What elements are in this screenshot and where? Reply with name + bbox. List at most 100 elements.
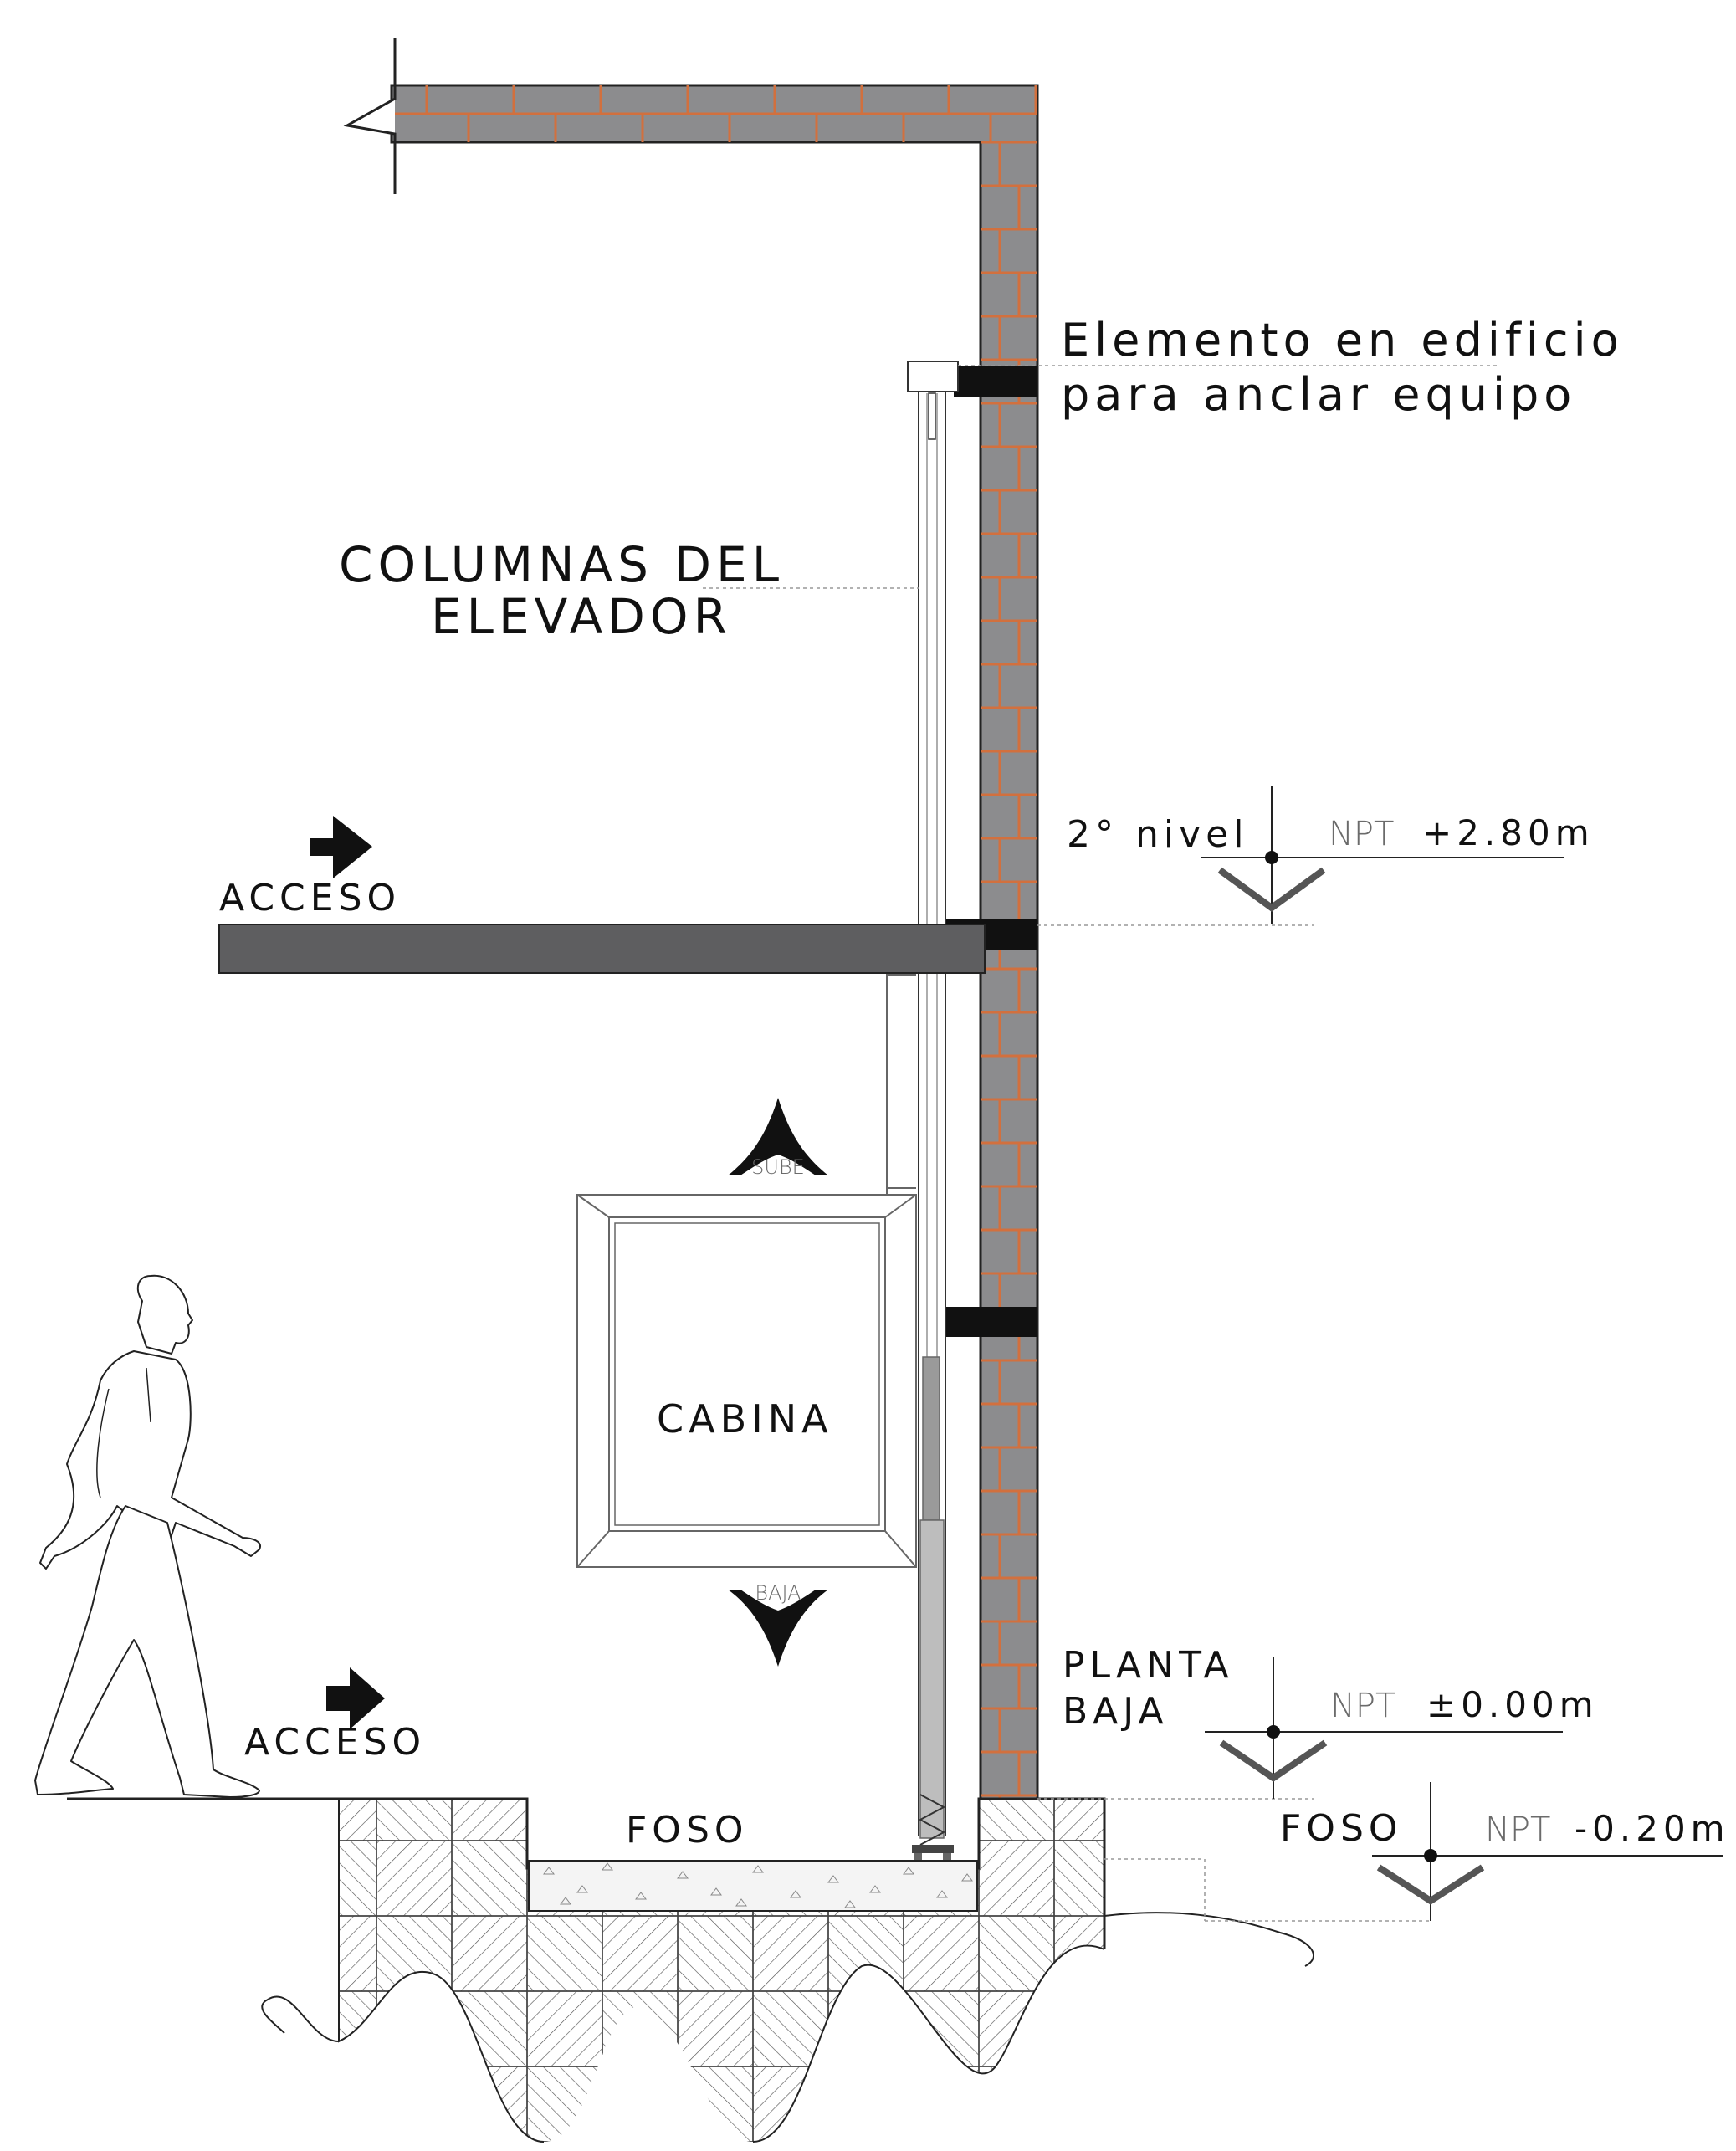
brick-wall [343, 38, 1039, 1800]
soil-hatch-tile [677, 2066, 754, 2142]
soil-hatch-tile [978, 2066, 1055, 2142]
soil-hatch-tile [677, 1990, 754, 2067]
concrete-speck [560, 1897, 571, 1905]
soil-hatch-tile [978, 1840, 1055, 1917]
soil-hatch-tile [339, 2141, 377, 2142]
soil-hatch-tile [1129, 1991, 1205, 2066]
elevator-cabin [576, 974, 917, 1568]
pit-level-label: FOSO [1280, 1807, 1403, 1850]
soil-hatch-tile [1053, 1840, 1104, 1917]
soil-section [261, 1765, 1314, 2147]
soil-hatch-tile [978, 2141, 1055, 2142]
level2-slab [218, 924, 986, 974]
level-marker-pit [1372, 1782, 1723, 1921]
concrete-speck [735, 1898, 747, 1907]
elevator-column [907, 361, 959, 1872]
soil-hatch-tile [602, 2066, 679, 2142]
pit-concrete [528, 1860, 978, 1912]
soil-hatch-tile [827, 2141, 904, 2142]
soil-hatch-tile [526, 1799, 603, 1841]
soil-hatch-tile [978, 1915, 1055, 1992]
soil-hatch-tile [827, 1990, 904, 2067]
concrete-speck [752, 1865, 764, 1873]
concrete-speck [635, 1892, 647, 1900]
access-upper-label: ACCESO [219, 877, 401, 919]
soil-hatch-tile [451, 1990, 528, 2067]
concrete-speck [903, 1867, 914, 1875]
access-lower-label: ACCESO [244, 1721, 426, 1764]
leader-lines [703, 365, 1498, 1922]
pit-label: FOSO [626, 1809, 749, 1851]
anchor-top [954, 366, 1037, 397]
concrete-speck [790, 1890, 801, 1898]
concrete-speck [844, 1900, 856, 1908]
soil-hatch-tile [1053, 1799, 1104, 1841]
pit-npt-prefix: NPT [1485, 1810, 1550, 1849]
level2-npt-value: +2.80m [1422, 812, 1595, 853]
soil-hatch-tile [1129, 1765, 1205, 1841]
pit-npt-value: -0.20m [1575, 1808, 1730, 1849]
soil-hatch-tile [827, 1799, 904, 1841]
anchor-lower [945, 1307, 1037, 1337]
down-label: BAJA [755, 1581, 801, 1605]
ground-npt-prefix: NPT [1330, 1687, 1395, 1725]
soil-hatch-tile [376, 1990, 453, 2067]
soil-hatch-tile [376, 1799, 453, 1841]
soil-hatch-tile [752, 1990, 829, 2067]
level2-label: 2° nivel [1067, 813, 1248, 856]
soil-hatch-tile [1129, 2142, 1205, 2147]
concrete-speck [961, 1873, 973, 1882]
level-marker-ground [1205, 1657, 1563, 1799]
anchor-label-line2: para anclar equipo [1061, 368, 1576, 421]
columns-label-line1: COLUMNAS DEL [339, 536, 784, 593]
soil-hatch-tile [1129, 1841, 1205, 1916]
soil-hatch-tile [451, 2066, 528, 2142]
soil-hatch-tile [752, 1915, 829, 1992]
soil-hatch-tile [677, 2141, 754, 2142]
soil-hatch-tile [451, 1799, 528, 1841]
ground-label-line2: BAJA [1063, 1690, 1169, 1733]
soil-hatch-tile [602, 2141, 679, 2142]
concrete-speck [543, 1867, 555, 1875]
soil-hatch-tile [1053, 2141, 1104, 2142]
columns-label-line2: ELEVADOR [431, 588, 732, 645]
break-line-symbol [343, 38, 397, 194]
ground-label-line1: PLANTA [1063, 1644, 1234, 1687]
soil-hatch-tile [752, 2066, 829, 2142]
level-marker-level2 [1201, 786, 1564, 924]
soil-hatch-tile [602, 1990, 679, 2067]
down-arrow-icon [728, 1590, 828, 1667]
soil-hatch-tile [752, 1799, 829, 1841]
soil-hatch-tile [827, 1915, 904, 1992]
person-figure-icon [34, 1274, 261, 1798]
concrete-speck [677, 1871, 689, 1879]
concrete-speck [869, 1885, 881, 1893]
soil-hatch-tile [903, 2066, 980, 2142]
access-upper-arrow-icon [310, 816, 372, 878]
soil-hatch-tile [451, 2141, 528, 2142]
cabin-label: CABINA [657, 1396, 833, 1442]
soil-hatch-tile [376, 1840, 453, 1917]
soil-hatch-tile [752, 2141, 829, 2142]
soil-hatch-tile [1053, 2066, 1104, 2142]
soil-hatch-tile [451, 1915, 528, 1992]
soil-hatch-tile [376, 2141, 453, 2142]
up-arrow-icon [728, 1098, 828, 1175]
soil-hatch-tile [602, 1915, 679, 1992]
ground-npt-value: ±0.00m [1426, 1684, 1599, 1725]
concrete-speck [936, 1890, 948, 1898]
anchor-label-line1: Elemento en edificio [1061, 314, 1624, 366]
soil-hatch-tile [903, 2141, 980, 2142]
concrete-speck [576, 1885, 588, 1893]
soil-hatch-tile [526, 2066, 603, 2142]
access-lower-arrow-icon [326, 1667, 385, 1729]
soil-hatch-tile [1129, 2066, 1205, 2142]
soil-hatch-tile [451, 1840, 528, 1917]
soil-hatch-tile [903, 1915, 980, 1992]
concrete-speck [710, 1887, 722, 1896]
soil-hatch-tile [1053, 1990, 1104, 2067]
soil-hatch-tile [376, 2066, 453, 2142]
concrete-speck [827, 1875, 839, 1883]
